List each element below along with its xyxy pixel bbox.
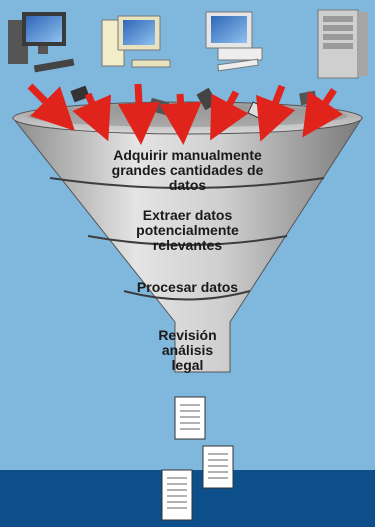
funnel-stage-1-label: Adquirir manualmente grandes cantidades … [111, 147, 264, 193]
document-icon [174, 396, 206, 440]
desktop-computer-icon [101, 15, 171, 68]
funnel-band-divider [49, 177, 325, 189]
funnel-stage-3-label: Procesar datos [136, 279, 239, 295]
funnel-band-divider [123, 290, 251, 301]
funnel-opening [27, 105, 348, 127]
desktop-computer-icon [205, 11, 263, 72]
server-tower-icon [317, 9, 368, 79]
document-icon [202, 445, 234, 489]
funnel-stage-2-label: Extraer datos potencialmente relevantes [136, 207, 239, 253]
document-icon [161, 469, 193, 521]
data-flow-arrows [27, 83, 344, 145]
funnel-stage-4-label: Revisión análisis legal [158, 327, 217, 373]
desktop-computer-icon [8, 12, 75, 73]
funnel-band-divider [87, 235, 288, 246]
